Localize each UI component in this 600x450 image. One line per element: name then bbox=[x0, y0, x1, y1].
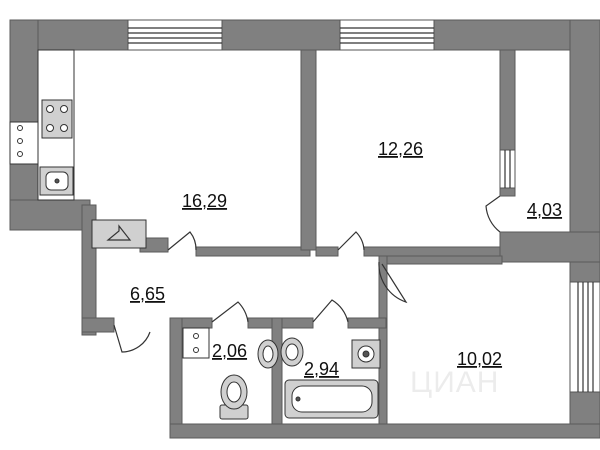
wall-left bbox=[9, 19, 39, 211]
door-room-1 bbox=[337, 231, 365, 251]
windows bbox=[127, 19, 600, 393]
wall-room-balcony bbox=[499, 49, 516, 151]
area-wc: 2,06 bbox=[212, 341, 247, 361]
wall-balcony-right bbox=[569, 19, 600, 241]
wall-bath-top-right bbox=[347, 317, 387, 329]
walls bbox=[9, 19, 600, 439]
door-kitchen bbox=[167, 231, 197, 251]
wall-hall-bottom-left bbox=[81, 317, 115, 333]
wardrobe-icon bbox=[91, 219, 147, 249]
wall-room2-right-top bbox=[569, 261, 600, 283]
doors bbox=[113, 195, 501, 353]
wall-room2-top bbox=[381, 255, 503, 265]
door-balcony bbox=[485, 195, 501, 233]
wall-balcony-bottom bbox=[499, 231, 600, 263]
fixtures bbox=[9, 49, 381, 420]
window-room-2 bbox=[569, 281, 600, 393]
area-labels: 16,29 12,26 4,03 6,65 2,06 2,94 10,02 bbox=[130, 139, 562, 379]
wall-room1-bottom bbox=[315, 246, 339, 257]
area-room-2: 10,02 bbox=[457, 349, 502, 369]
area-room-1: 12,26 bbox=[378, 139, 423, 159]
door-room-2 bbox=[378, 261, 408, 304]
area-balcony: 4,03 bbox=[527, 200, 562, 220]
wall-kitchen-hall bbox=[195, 246, 311, 257]
stove-icon bbox=[41, 99, 73, 139]
wall-room-balcony-low bbox=[499, 187, 516, 197]
area-bathroom: 2,94 bbox=[304, 359, 339, 379]
wall-wc-bath bbox=[271, 317, 283, 429]
area-hall: 6,65 bbox=[130, 284, 165, 304]
wall-room1-bottom-right bbox=[363, 246, 515, 257]
wall-bottom bbox=[169, 423, 600, 439]
door-bathroom bbox=[312, 299, 349, 323]
window-room-1 bbox=[339, 19, 435, 51]
wall-top bbox=[9, 19, 600, 51]
area-kitchen: 16,29 bbox=[182, 191, 227, 211]
door-entrance bbox=[113, 324, 151, 353]
watermark: ЦИАН bbox=[410, 366, 499, 399]
door-wc bbox=[211, 301, 249, 323]
wall-wc-left bbox=[169, 317, 183, 439]
wall-kitchen-room bbox=[300, 49, 317, 251]
wall-kitchen-bottom bbox=[9, 199, 91, 231]
kitchen-panel bbox=[9, 121, 39, 165]
window-balcony-door bbox=[499, 149, 516, 189]
window-kitchen bbox=[127, 19, 223, 51]
hanger-icon bbox=[106, 224, 132, 241]
wc-panel bbox=[182, 327, 210, 359]
